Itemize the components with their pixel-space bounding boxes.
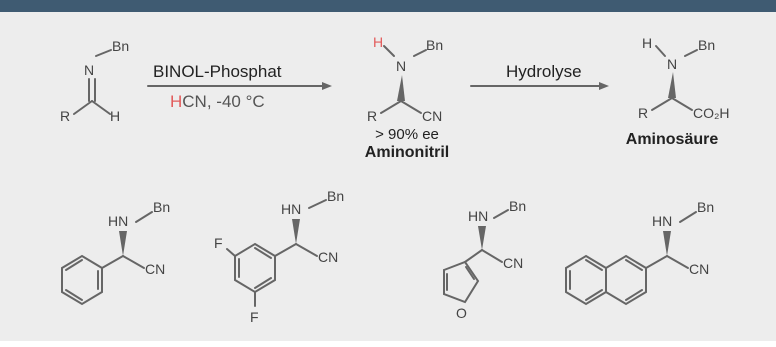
example-difluorophenyl-aminonitrile bbox=[226, 199, 327, 307]
atom-cn: CN bbox=[422, 108, 442, 124]
atom-bn: Bn bbox=[426, 37, 443, 53]
atom-r: R bbox=[638, 105, 648, 121]
atom-bn: Bn bbox=[153, 199, 170, 215]
amino-acid-structure bbox=[651, 45, 698, 111]
atom-hn: HN bbox=[652, 213, 672, 229]
atom-bn: Bn bbox=[697, 199, 714, 215]
atom-o: O bbox=[456, 305, 467, 321]
reagent-conditions-label: HCN, -40 °C bbox=[170, 93, 265, 110]
atom-bn: Bn bbox=[509, 198, 526, 214]
atom-n: N bbox=[84, 62, 94, 78]
atom-n: N bbox=[396, 58, 406, 74]
header-bar bbox=[0, 0, 776, 12]
aminonitrile-structure bbox=[380, 45, 427, 114]
atom-cn: CN bbox=[503, 255, 523, 271]
atom-co2h: CO₂H bbox=[693, 105, 730, 121]
atom-h-highlighted: H bbox=[373, 34, 383, 50]
amino-acid-label: Aminosäure bbox=[625, 131, 719, 148]
atom-bn: Bn bbox=[698, 37, 715, 53]
atom-n: N bbox=[667, 56, 677, 72]
atom-bn: Bn bbox=[327, 188, 344, 204]
example-furyl-aminonitrile bbox=[443, 209, 509, 304]
reagent-catalyst-label: BINOL-Phosphat bbox=[153, 62, 282, 81]
hcn-conditions-text: CN, -40 °C bbox=[182, 92, 265, 111]
atom-cn: CN bbox=[145, 261, 165, 277]
bottom-margin bbox=[0, 341, 776, 347]
atom-h: H bbox=[110, 108, 120, 124]
atom-cn: CN bbox=[318, 249, 338, 265]
atom-f: F bbox=[214, 235, 223, 251]
atom-cn: CN bbox=[689, 261, 709, 277]
atom-bn: Bn bbox=[112, 38, 129, 54]
example-naphthyl-aminonitrile bbox=[565, 211, 697, 306]
example-phenyl-aminonitrile bbox=[61, 211, 153, 306]
atom-hn: HN bbox=[468, 208, 488, 224]
hcn-hydrogen-highlight: H bbox=[170, 92, 183, 111]
hydrolysis-label: Hydrolyse bbox=[506, 62, 582, 81]
atom-hn: HN bbox=[281, 201, 301, 217]
starting-imine bbox=[73, 49, 112, 115]
atom-r: R bbox=[60, 108, 70, 124]
atom-hn: HN bbox=[108, 213, 128, 229]
atom-h: H bbox=[642, 35, 652, 51]
atom-f: F bbox=[250, 309, 259, 325]
enantiomeric-excess-label: > 90% ee bbox=[375, 126, 439, 143]
aminonitrile-label: Aminonitril bbox=[364, 144, 450, 161]
atom-r: R bbox=[367, 108, 377, 124]
